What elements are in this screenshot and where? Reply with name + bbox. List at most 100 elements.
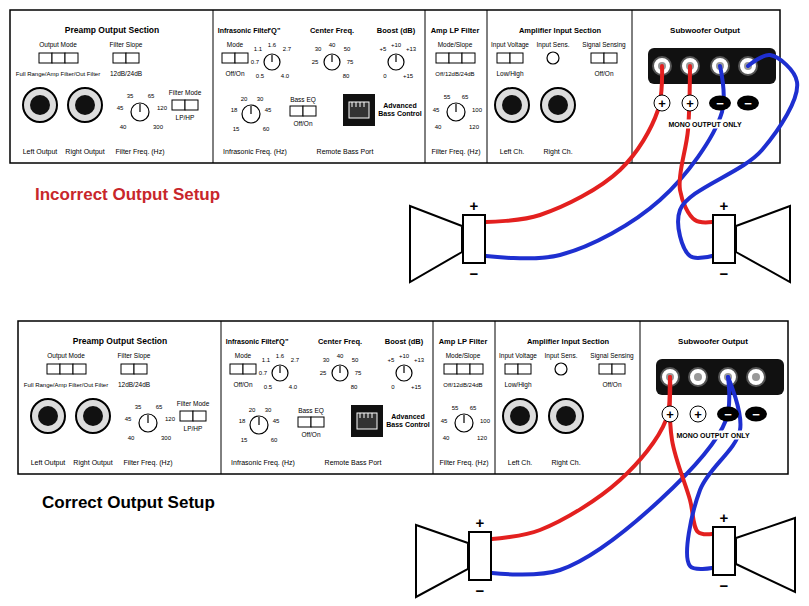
panel-label: Advanced Bass Control: [378, 102, 422, 117]
panel-label: 2.7: [291, 357, 299, 364]
panel-label: 75: [347, 59, 354, 66]
speaker-magnet: [468, 531, 492, 581]
panel-label: Boost (dB): [385, 338, 423, 346]
panel-label: Off/On: [594, 70, 613, 77]
panel-label: 55: [444, 94, 451, 101]
panel-label: LP/HP: [176, 114, 195, 121]
polarity-mark: +: [720, 198, 729, 213]
panel-label: Left Output: [31, 459, 66, 467]
panel-label: 25: [320, 370, 327, 377]
panel-label: 18: [239, 418, 246, 425]
panel-label: 75: [355, 370, 362, 377]
panel-label: 60: [263, 126, 270, 133]
panel-label: 1.6: [268, 42, 276, 49]
speaker-cones: [410, 206, 795, 597]
panel-label: 30: [257, 96, 264, 103]
panel-label: 20: [241, 96, 248, 103]
panel-label: Mode: [227, 41, 243, 48]
panel-label: 55: [452, 405, 459, 412]
panel-label: Infrasonic Freq. (Hz): [223, 148, 287, 156]
panel-label: 100: [472, 107, 482, 114]
panel-label: 40: [128, 435, 135, 442]
panel-label: Remote Bass Port: [325, 459, 382, 467]
panel-label: Signal Sensing: [590, 352, 633, 359]
panel-label: 40: [337, 353, 344, 360]
panel-label: 0.7: [259, 370, 267, 377]
panel-label: Input Sens.: [545, 352, 578, 359]
speaker-wire: [486, 66, 724, 258]
panel-label: Bass EQ: [290, 96, 316, 103]
polarity-mark: −: [720, 578, 729, 593]
subwoofer-output-terminal: Subwoofer Output++−−MONO OUTPUT ONLY: [634, 20, 778, 135]
terminal-polarity: −: [709, 96, 731, 111]
panel-label: 50: [352, 357, 359, 364]
panel-label: Mode/Slope: [446, 352, 481, 359]
panel-label: Preamp Output Section: [65, 26, 159, 35]
panel-label: Off/On: [301, 431, 320, 438]
panel-label: 1.1: [262, 357, 270, 364]
panel-label: 65: [156, 404, 163, 411]
panel-label: +15: [411, 384, 421, 391]
panel-label: Full Range/Amp Filter/Out Filter: [24, 382, 108, 389]
panel-label: 300: [153, 124, 163, 131]
panel-label: +10: [399, 353, 409, 360]
panel-label: +10: [391, 42, 401, 49]
panel-label: 4.0: [289, 384, 297, 391]
panel-label: Left Ch.: [508, 459, 533, 467]
panel-label: Off/On: [233, 381, 252, 388]
panel-label: 65: [462, 94, 469, 101]
polarity-mark: +: [470, 198, 479, 213]
panel-label: 18: [231, 107, 238, 114]
panel-label: 15: [241, 437, 248, 444]
panel-label: Filter Slope: [118, 352, 151, 359]
panel-label: Right Output: [65, 148, 104, 156]
panel-label: Signal Sensing: [582, 41, 625, 48]
speaker-wire: [679, 66, 712, 222]
panel-label: 2.7: [283, 46, 291, 53]
panel-label: Filter Freq. (Hz): [440, 459, 489, 467]
speaker: +−: [712, 510, 736, 592]
polarity-mark: −: [470, 266, 479, 281]
terminal-polarity: −: [717, 407, 739, 422]
panel-label: Right Output: [73, 459, 112, 467]
panel-label: 0.5: [256, 73, 264, 80]
panel-label: 40: [329, 42, 336, 49]
panel-label: Remote Bass Port: [317, 148, 374, 156]
panel-label: 35: [135, 404, 142, 411]
panel-label: 35: [127, 93, 134, 100]
terminal-polarity: −: [745, 407, 767, 422]
setup-title: Correct Output Setup: [42, 494, 215, 513]
panel-label: Filter Mode: [169, 89, 202, 96]
panel-label: "Q": [268, 27, 281, 35]
panel-label: 45: [273, 418, 280, 425]
panel-label: 0: [383, 73, 386, 80]
panel-label: 60: [271, 437, 278, 444]
panel-label: 0.7: [251, 59, 259, 66]
panel-label: Left Ch.: [500, 148, 525, 156]
panel-label: 0: [391, 384, 394, 391]
panel-label: Right Ch.: [543, 148, 572, 156]
panel-label: 300: [161, 435, 171, 442]
panel-label: +13: [414, 357, 424, 364]
panel-label: 20: [249, 407, 256, 414]
panel-label: 4.0: [281, 73, 289, 80]
panel-label: Filter Freq. (Hz): [432, 148, 481, 156]
panel-label: +5: [380, 46, 387, 53]
panel-label: 12dB/24dB: [118, 381, 150, 388]
terminal-polarity: +: [662, 406, 679, 423]
panel-label: Amp LP Filter: [439, 338, 488, 346]
polarity-mark: +: [476, 515, 485, 530]
output-note: MONO OUTPUT ONLY: [666, 120, 743, 129]
section-heading: Subwoofer Output: [668, 26, 742, 36]
panel-label: Infrasonic Filter: [218, 27, 271, 35]
speaker-wire: [486, 66, 662, 222]
panel-label: Low/High: [504, 381, 531, 388]
speaker-wire: [678, 55, 797, 258]
terminal-polarity: −: [737, 96, 759, 111]
amplifier-panel: [10, 10, 780, 163]
panel-label: Infrasonic Filter: [226, 338, 279, 346]
panel-label: Mode: [235, 352, 251, 359]
panel-label: Filter Mode: [177, 400, 210, 407]
